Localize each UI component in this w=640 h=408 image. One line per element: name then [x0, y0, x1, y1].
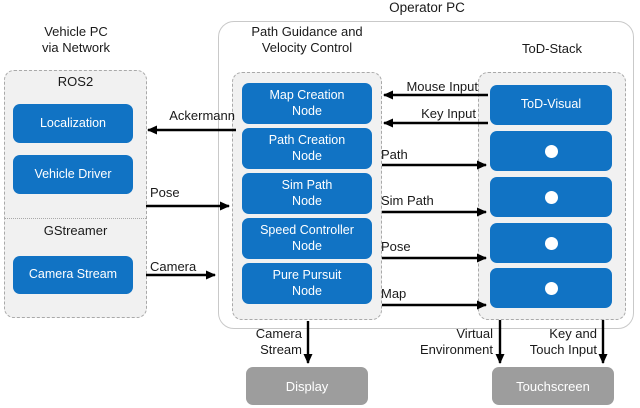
display-device: Display — [246, 367, 368, 405]
tod-anonymous-node — [490, 268, 612, 308]
map-arrow-label: Map — [381, 286, 407, 301]
circle-dot-icon — [544, 144, 558, 158]
localization-node: Localization — [13, 104, 133, 143]
path-guidance-title: Path Guidance and Velocity Control — [251, 24, 363, 55]
tod-visual-node: ToD-Visual — [490, 85, 612, 125]
vehicle-driver-node: Vehicle Driver — [13, 155, 133, 194]
speed-controller-node: Speed Controller Node — [242, 218, 372, 259]
path-creation-node: Path Creation Node — [242, 128, 372, 169]
circle-dot-icon — [544, 281, 558, 295]
pose-tod-arrow-label: Pose — [381, 239, 411, 254]
circle-dot-icon — [544, 190, 558, 204]
touchscreen-device: Touchscreen — [492, 367, 614, 405]
sim-path-node: Sim Path Node — [242, 173, 372, 214]
map-creation-node: Map Creation Node — [242, 83, 372, 124]
tod-anonymous-node — [490, 131, 612, 171]
ros2-title: ROS2 — [57, 74, 94, 89]
key-touch-input-arrow-label: Key and Touch Input — [529, 326, 597, 357]
virtual-environment-arrow-label: Virtual Environment — [420, 326, 493, 357]
ackermann-arrow-label: Ackermann — [169, 108, 235, 123]
camera-arrow-label: Camera — [150, 259, 197, 274]
camera-stream-arrow-label: Camera Stream — [255, 326, 302, 357]
mouse-input-arrow-label: Mouse Input — [406, 79, 478, 94]
vehicle-pc-section-divider — [5, 218, 146, 219]
key-input-arrow-label: Key Input — [421, 106, 476, 121]
pure-pursuit-node: Pure Pursuit Node — [242, 263, 372, 304]
pose-arrow-label: Pose — [150, 185, 180, 200]
tod-anonymous-node — [490, 177, 612, 217]
vehicle-pc-title: Vehicle PC via Network — [42, 24, 110, 55]
operator-pc-title: Operator PC — [389, 0, 465, 15]
path-arrow-label: Path — [381, 147, 408, 162]
tod-anonymous-node — [490, 223, 612, 263]
camera-stream-node: Camera Stream — [13, 256, 133, 294]
sim-path-arrow-label: Sim Path — [381, 193, 434, 208]
tod-stack-title: ToD-Stack — [522, 41, 582, 56]
gstreamer-title: GStreamer — [43, 223, 108, 238]
circle-dot-icon — [544, 236, 558, 250]
